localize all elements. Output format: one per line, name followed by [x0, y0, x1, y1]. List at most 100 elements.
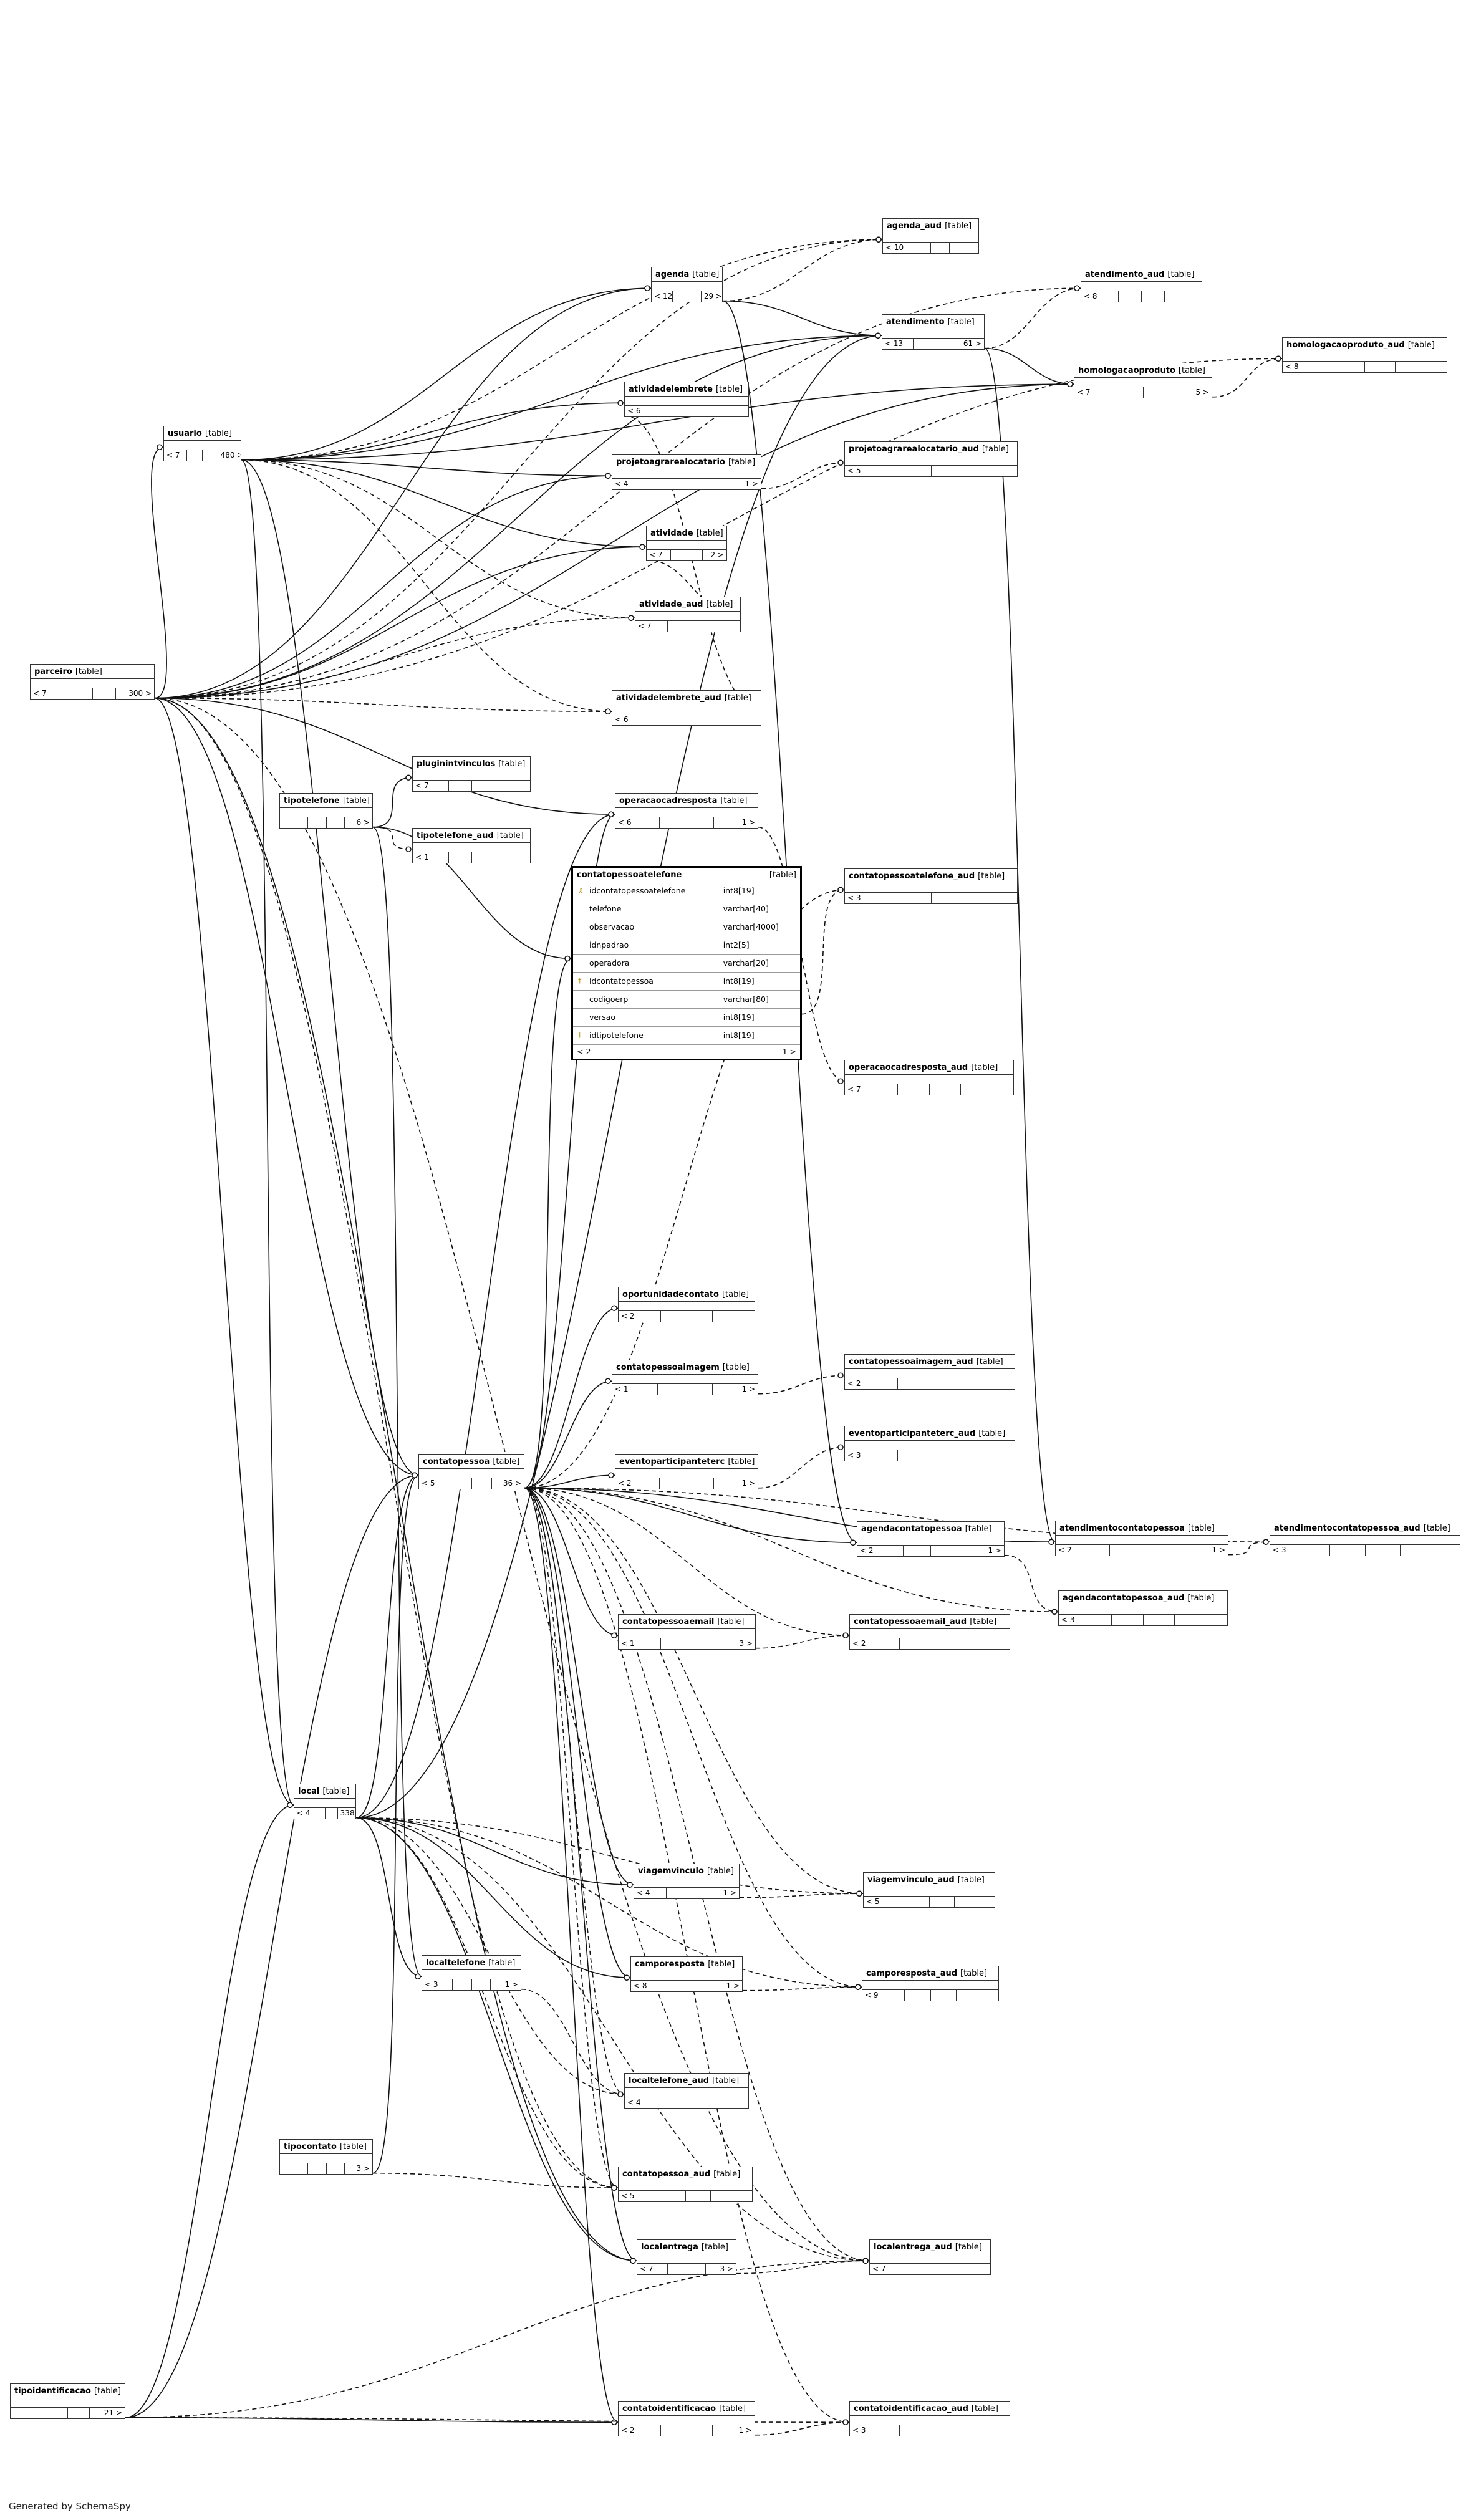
parents-count[interactable]: < 2	[619, 2425, 662, 2436]
children-count[interactable]: 36 >	[503, 1479, 521, 1488]
parents-count[interactable]: < 7	[647, 550, 671, 560]
table-columns-collapsed[interactable]	[1270, 1536, 1460, 1545]
table-columns-collapsed[interactable]	[631, 1971, 742, 1981]
table-columns-collapsed[interactable]	[1283, 352, 1447, 362]
children-count[interactable]	[962, 1378, 1015, 1389]
children-count[interactable]: 3 >	[356, 2164, 370, 2173]
table-columns-collapsed[interactable]	[625, 397, 748, 406]
table-columns-collapsed[interactable]	[164, 441, 241, 450]
parents-count[interactable]: < 6	[625, 406, 663, 416]
parents-count[interactable]: < 2	[1056, 1545, 1110, 1556]
children-count[interactable]	[708, 621, 740, 632]
table-columns-collapsed[interactable]	[845, 1441, 1015, 1450]
children-count[interactable]	[961, 1084, 1013, 1095]
table-contatoidentificacao_aud[interactable]: contatoidentificacao_aud[table]< 3	[849, 2401, 1010, 2436]
parents-count[interactable]: < 3	[1059, 1615, 1112, 1625]
table-columns-collapsed[interactable]	[413, 771, 530, 781]
parents-count[interactable]: < 1	[413, 852, 450, 863]
parents-count[interactable]: < 12	[652, 291, 673, 302]
parents-count[interactable]: < 7	[637, 2264, 668, 2274]
children-count[interactable]: 1 >	[723, 1888, 736, 1897]
table-tipocontato[interactable]: tipocontato[table]3 >	[279, 2139, 373, 2175]
children-count[interactable]	[1396, 362, 1447, 372]
children-count[interactable]	[962, 1450, 1015, 1461]
parents-count[interactable]: < 7	[635, 621, 668, 632]
parents-count[interactable]: < 2	[615, 1478, 660, 1489]
parents-count[interactable]: < 2	[845, 1378, 899, 1389]
table-agendacontatopessoa_aud[interactable]: agendacontatopessoa_aud[table]< 3	[1058, 1590, 1228, 1626]
parents-count[interactable]: < 4	[634, 1888, 667, 1898]
table-columns-collapsed[interactable]	[882, 329, 984, 339]
table-columns-collapsed[interactable]	[857, 1536, 1004, 1546]
children-count[interactable]: 338 >	[340, 1809, 355, 1817]
children-count[interactable]	[710, 2097, 748, 2108]
children-count[interactable]: 1 >	[726, 1981, 740, 1990]
children-count[interactable]	[957, 1990, 998, 2001]
parents-count[interactable]: < 4	[294, 1808, 313, 1819]
parents-count[interactable]: < 3	[845, 1450, 899, 1461]
parents-count[interactable]: < 3	[850, 2425, 900, 2436]
children-count[interactable]	[1165, 291, 1202, 302]
table-projetoagrarealocatario_aud[interactable]: projetoagrarealocatario_aud[table]< 5	[844, 441, 1018, 477]
table-columns-collapsed[interactable]	[422, 1970, 521, 1979]
parents-count[interactable]: < 10	[883, 243, 913, 253]
children-count[interactable]	[710, 406, 748, 416]
children-count[interactable]	[715, 714, 761, 725]
table-homologacaoproduto_aud[interactable]: homologacaoproduto_aud[table]< 8	[1282, 337, 1447, 373]
parents-count[interactable]: < 6	[612, 714, 659, 725]
parents-count[interactable]: < 7	[1074, 387, 1117, 398]
parents-count[interactable]: < 7	[870, 2264, 907, 2274]
parents-count[interactable]: < 5	[864, 1897, 905, 1907]
table-atendimento_aud[interactable]: atendimento_aud[table]< 8	[1081, 267, 1202, 302]
parents-count[interactable]: < 8	[1081, 291, 1119, 302]
table-columns-collapsed[interactable]	[883, 233, 978, 243]
table-atendimentocontatopessoa_aud[interactable]: atendimentocontatopessoa_aud[table]< 3	[1270, 1521, 1460, 1556]
table-columns-collapsed[interactable]	[294, 1799, 355, 1808]
children-count[interactable]: 1 >	[504, 1980, 518, 1989]
parents-count[interactable]: < 7	[845, 1084, 898, 1095]
table-operacaocadresposta_aud[interactable]: operacaocadresposta_aud[table]< 7	[844, 1060, 1014, 1095]
table-columns-collapsed[interactable]	[11, 2398, 125, 2408]
parents-count[interactable]: < 3	[422, 1979, 453, 1990]
table-columns-collapsed[interactable]	[31, 679, 154, 688]
parents-count[interactable]: < 5	[845, 466, 899, 476]
table-tipoidentificacao[interactable]: tipoidentificacao[table]21 >	[10, 2383, 125, 2419]
children-count[interactable]: 1 >	[782, 1047, 796, 1056]
table-viagemvinculo_aud[interactable]: viagemvinculo_aud[table]< 5	[863, 1872, 995, 1908]
table-columns-collapsed[interactable]	[419, 1469, 524, 1478]
children-count[interactable]	[711, 2191, 752, 2201]
table-columns-collapsed[interactable]	[619, 1302, 755, 1311]
children-count[interactable]	[950, 243, 978, 253]
children-count[interactable]	[494, 781, 530, 791]
table-columns-collapsed[interactable]	[280, 808, 372, 817]
parents-count[interactable]: < 9	[862, 1990, 905, 2001]
children-count[interactable]	[1175, 1615, 1227, 1625]
table-contatopessoatelefone[interactable]: contatopessoatelefone [table] ⚷idcontato…	[571, 866, 802, 1060]
table-columns-collapsed[interactable]	[625, 2088, 748, 2097]
children-count[interactable]: 1 >	[745, 479, 758, 488]
table-eventoparticipanteterc_aud[interactable]: eventoparticipanteterc_aud[table]< 3	[844, 1426, 1015, 1461]
children-count[interactable]: 1 >	[741, 1479, 755, 1488]
table-columns-collapsed[interactable]	[612, 705, 761, 714]
children-count[interactable]: 61 >	[963, 339, 981, 348]
table-columns-collapsed[interactable]	[850, 1629, 1010, 1638]
table-camporesposta_aud[interactable]: camporesposta_aud[table]< 9	[862, 1966, 999, 2001]
parents-count[interactable]: < 7	[31, 688, 69, 699]
table-columns-collapsed[interactable]	[845, 456, 1017, 466]
parents-count[interactable]: < 3	[1270, 1545, 1330, 1556]
table-tipotelefone_aud[interactable]: tipotelefone_aud[table]< 1	[412, 828, 531, 863]
table-columns-collapsed[interactable]	[619, 2416, 755, 2425]
children-count[interactable]: 6 >	[356, 818, 370, 827]
children-count[interactable]	[494, 852, 530, 863]
